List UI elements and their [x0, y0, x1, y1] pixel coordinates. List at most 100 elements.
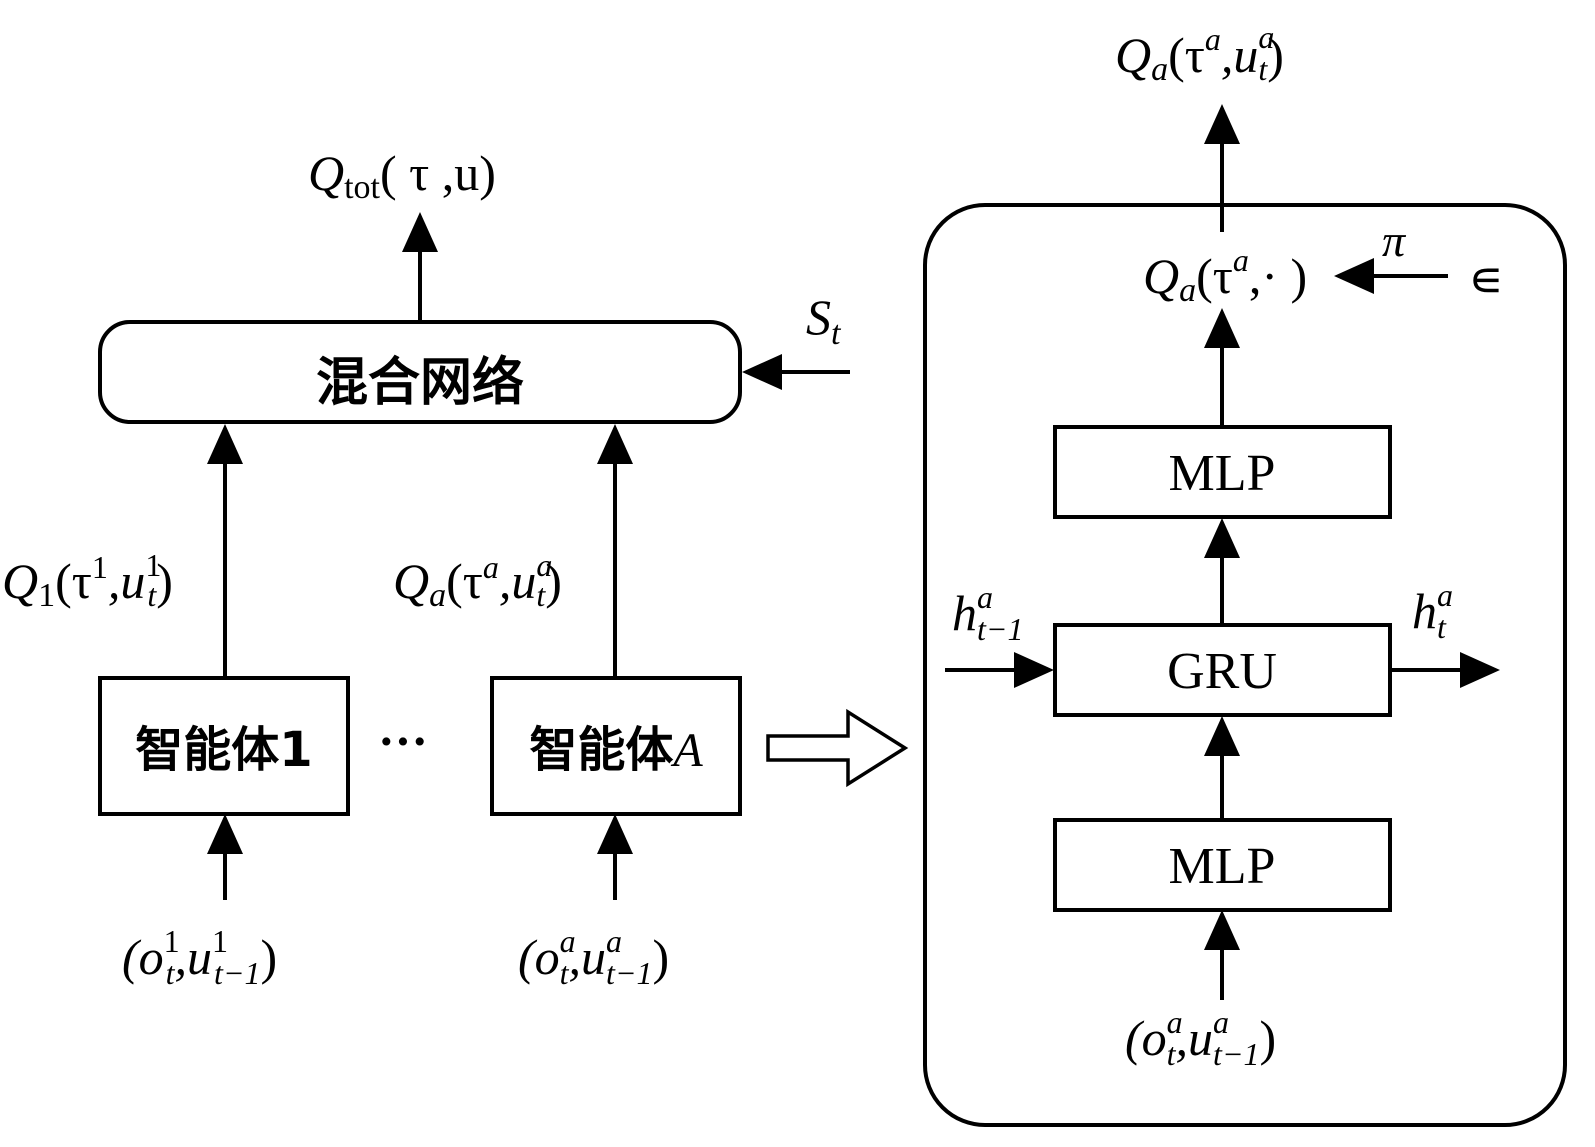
agent1-q-sup2: 1 — [145, 547, 161, 583]
agents-ellipsis: ··· — [378, 713, 428, 769]
right-qa-rest: ,· ) — [1249, 248, 1307, 304]
agentA-input-sup1: a — [560, 923, 576, 959]
state-symbol: S — [806, 289, 831, 345]
agentA-q-sup1: a — [483, 549, 499, 585]
h-out-symbol: h — [1412, 583, 1437, 639]
agent1-q-open: (τ — [55, 553, 92, 609]
right-input-sup1: a — [1167, 1004, 1183, 1040]
right-input-sub1: t — [1167, 1036, 1177, 1072]
svg-text:(oat,uat−1): (oat,uat−1) — [1125, 1004, 1276, 1072]
right-qa-symbol: Q — [1143, 248, 1179, 304]
agentA-input-open: (o — [518, 929, 560, 985]
right-input-close: ) — [1260, 1010, 1277, 1066]
right-qa-open: (τ — [1196, 248, 1233, 304]
h-out-sup: a — [1437, 577, 1453, 613]
mlp-bottom-label: MLP — [1169, 838, 1276, 895]
agentA-q-symbol: Q — [393, 553, 429, 609]
state-input-arrow — [742, 354, 850, 390]
gru-output-arrow — [1204, 518, 1240, 625]
epsilon-label: ∊ — [1468, 251, 1504, 307]
agent1-input-sub1: t — [166, 955, 176, 991]
svg-text:hat−1: hat−1 — [952, 579, 1023, 647]
svg-text:Qa(τa,· ): Qa(τa,· ) — [1143, 242, 1307, 309]
svg-text:Qa(τa,uat): Qa(τa,uat) — [393, 547, 562, 614]
policy-arrow — [1334, 258, 1448, 294]
agentA-q-subscript: a — [429, 577, 446, 614]
agent1-q-sup1: 1 — [92, 549, 108, 585]
agent1-input-sup1: 1 — [164, 923, 180, 959]
agentA-q-close: ) — [545, 553, 562, 609]
q-tot-subscript: tot — [344, 169, 380, 206]
mlp-bottom-output-arrow — [1204, 716, 1240, 820]
right-input-mid: ,u — [1176, 1010, 1214, 1066]
agentA-input-sup2: a — [606, 923, 622, 959]
svg-text:(o1t,u1t−1): (o1t,u1t−1) — [122, 923, 277, 991]
h-in-arrow — [945, 652, 1054, 688]
right-qa-subscript: a — [1179, 272, 1196, 309]
agentA-input-arrow — [597, 814, 633, 900]
right-q-symbol: Q — [1115, 27, 1151, 83]
agentA-box — [490, 676, 742, 816]
right-input-sub2: t−1 — [1213, 1036, 1259, 1072]
q-tot-symbol: Q — [308, 145, 344, 201]
agent1-input-close: ) — [261, 929, 278, 985]
agent1-input-mid: ,u — [175, 929, 213, 985]
right-q-subscript: a — [1151, 51, 1168, 88]
agent-network-container — [923, 203, 1567, 1127]
agentA-input-sub2: t−1 — [606, 955, 652, 991]
right-qa-label: Qa(τa,· ) — [1143, 242, 1307, 309]
gru-box — [1053, 623, 1392, 717]
svg-text:Q1(τ1,u1t): Q1(τ1,u1t) — [2, 547, 173, 614]
mixing-network-label: 混合网络 — [316, 353, 524, 413]
agentA-label: 智能体A — [529, 722, 703, 778]
agentA-q-sup2: a — [536, 547, 552, 583]
agent1-input-open: (o — [122, 929, 164, 985]
h-out-arrow — [1390, 652, 1500, 688]
right-q-sup1: a — [1205, 21, 1221, 57]
agentA-label-text: 智能体 — [529, 722, 673, 778]
h-in-sub: t−1 — [977, 611, 1023, 647]
agentA-q-mid: ,u — [499, 553, 537, 609]
right-input-arrow — [1204, 910, 1240, 1000]
right-q-mid: ,u — [1221, 27, 1259, 83]
svg-text:hat: hat — [1412, 577, 1453, 645]
h-in-symbol: h — [952, 585, 977, 641]
h-out-sub: t — [1437, 609, 1447, 645]
mixing-network-box — [98, 320, 742, 424]
agentA-q-sub2: t — [536, 577, 546, 613]
state-label: St — [806, 289, 842, 352]
agent1-box — [98, 676, 350, 816]
right-q-close: ) — [1267, 27, 1284, 83]
agentA-q-arrow — [597, 424, 633, 678]
q-tot-args: ( τ ,u) — [380, 145, 496, 201]
svg-text:Qtot( τ ,u): Qtot( τ ,u) — [308, 145, 496, 206]
mlp-top-label: MLP — [1169, 445, 1276, 502]
right-q-sup2: a — [1258, 19, 1274, 55]
svg-text:Qa(τa,uat): Qa(τa,uat) — [1115, 19, 1284, 88]
q-tot-label: Qtot( τ ,u) — [308, 145, 496, 206]
right-q-open: (τ — [1168, 27, 1205, 83]
right-output-arrow — [1204, 104, 1240, 232]
agentA-input-mid: ,u — [569, 929, 607, 985]
agent1-q-arrow — [207, 424, 243, 678]
agent1-q-mid: ,u — [108, 553, 146, 609]
agent1-q-symbol: Q — [2, 553, 38, 609]
agent1-q-subscript: 1 — [38, 577, 55, 614]
agent1-q-close: ) — [156, 553, 173, 609]
agentA-input-sub1: t — [560, 955, 570, 991]
svg-text:(oat,uat−1): (oat,uat−1) — [518, 923, 669, 991]
right-qa-sup1: a — [1233, 242, 1249, 278]
h-in-sup: a — [977, 579, 993, 615]
agent1-q-sub2: t — [147, 577, 157, 613]
pi-label: π — [1382, 215, 1407, 266]
gru-label: GRU — [1167, 643, 1277, 700]
agentA-label-variable: A — [670, 724, 703, 777]
agent1-input-sup2: 1 — [212, 923, 228, 959]
